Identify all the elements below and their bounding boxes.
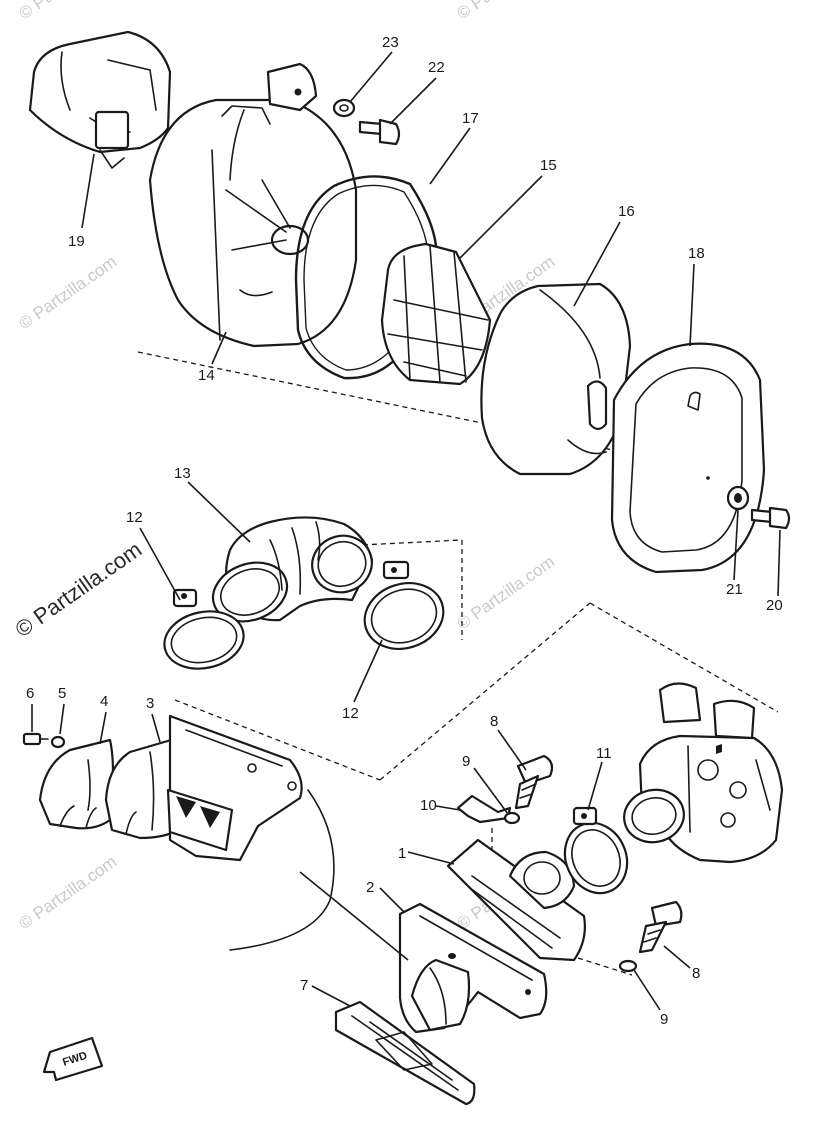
reed-gasket — [334, 1000, 476, 1106]
callout-9: 9 — [462, 753, 470, 770]
foam-element — [480, 282, 632, 476]
washer-part-5 — [50, 735, 66, 749]
callout-1: 1 — [398, 845, 406, 862]
washer-part-9-top — [503, 811, 521, 825]
callout-6: 6 — [26, 685, 34, 702]
callout-21: 21 — [726, 581, 743, 598]
screw-part-20 — [750, 506, 791, 530]
callout-18: 18 — [688, 245, 705, 262]
watermark: © Partzilla.com — [453, 552, 558, 633]
reed-valve-assembly — [166, 714, 303, 862]
callout-22: 22 — [428, 59, 445, 76]
callout-15: 15 — [540, 157, 557, 174]
bolt-part-22 — [358, 118, 401, 146]
cleaner-cover — [610, 342, 766, 574]
callout-4: 4 — [100, 693, 108, 710]
watermark: © Partzilla.com — [15, 252, 120, 333]
washer-part-21 — [726, 485, 750, 511]
callout-10: 10 — [420, 797, 437, 814]
carburetor-joint — [446, 838, 586, 962]
intake-duct — [28, 30, 172, 169]
callout-9: 9 — [660, 1011, 668, 1028]
carburetor — [623, 682, 784, 864]
hose-clamp-right — [363, 560, 445, 650]
valve-stopper — [38, 738, 115, 830]
watermark: © Partzilla.com — [15, 852, 120, 933]
callout-7: 7 — [300, 977, 308, 994]
watermark: © Partzilla.com — [453, 0, 558, 23]
callout-23: 23 — [382, 34, 399, 51]
callout-13: 13 — [174, 465, 191, 482]
callout-12: 12 — [126, 509, 143, 526]
joint-hose — [211, 516, 374, 623]
leader-lines — [31, 51, 781, 1011]
callout-5: 5 — [58, 685, 66, 702]
callout-14: 14 — [198, 367, 215, 384]
callout-16: 16 — [618, 203, 635, 220]
callout-20: 20 — [766, 597, 783, 614]
callouts: 23 22 17 15 16 18 19 14 13 12 12 21 20 6… — [26, 34, 783, 1028]
callout-3: 3 — [146, 695, 154, 712]
reed-valve-body — [398, 902, 548, 1034]
bolt-part-8-bottom — [638, 900, 683, 954]
hose-clamp-left — [163, 588, 245, 670]
assembly-bracket — [229, 789, 335, 951]
callout-8: 8 — [692, 965, 700, 982]
callout-17: 17 — [462, 110, 479, 127]
screw-part-6 — [22, 732, 49, 746]
fwd-arrow-icon: FWD — [42, 1036, 104, 1082]
bolt-part-8-top — [514, 754, 554, 810]
bracket-part-10 — [456, 794, 512, 824]
callout-19: 19 — [68, 233, 85, 250]
callout-12: 12 — [342, 705, 359, 722]
filter-cage — [380, 242, 492, 386]
washer-part-9-bottom — [618, 959, 638, 973]
watermark-large: © Partzilla.com — [11, 537, 147, 643]
washer-part-23 — [332, 98, 356, 118]
carb-clamp — [563, 806, 629, 895]
callout-11: 11 — [596, 745, 612, 762]
callout-8: 8 — [490, 713, 498, 730]
callout-2: 2 — [366, 879, 374, 896]
watermark: © Partzilla.com — [15, 0, 120, 23]
